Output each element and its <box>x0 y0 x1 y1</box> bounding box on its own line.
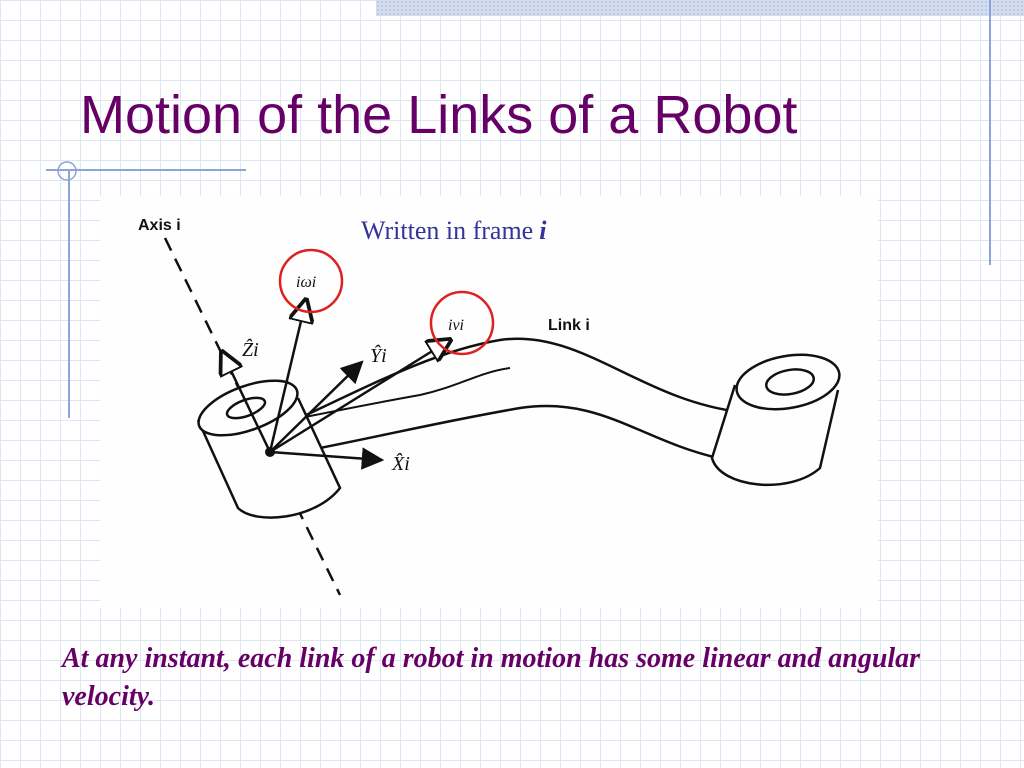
top-decorative-band <box>376 0 1024 16</box>
left-decorative-line <box>68 170 70 418</box>
link-body-inner-edge <box>299 367 511 419</box>
z-axis-label: Ẑi <box>242 338 259 361</box>
omega-label: iωi <box>296 274 316 291</box>
link-body-lower-edge <box>319 404 719 460</box>
x-axis-arrow <box>269 447 385 470</box>
omega-highlight-circle <box>278 248 344 314</box>
y-axis-label: Ŷi <box>370 344 387 367</box>
z-axis-arrow <box>222 352 272 453</box>
slide-statement: At any instant, each link of a robot in … <box>62 643 921 712</box>
linear-velocity-arrow <box>269 340 450 454</box>
right-decorative-line <box>989 0 991 265</box>
link-body-upper-edge <box>299 337 741 420</box>
title-underline <box>46 169 246 171</box>
slide-title: Motion of the Links of a Robot <box>80 85 798 145</box>
nu-label: iνi <box>448 317 464 334</box>
frame-caption-text: Written in frame <box>361 216 534 245</box>
link-label: Link i <box>548 317 590 334</box>
y-axis-arrow <box>269 360 364 453</box>
x-axis-label: X̂i <box>391 452 410 475</box>
axis-label: Axis i <box>138 217 181 234</box>
joint-axis-line <box>163 237 342 596</box>
nu-highlight-circle <box>429 290 495 356</box>
crosshair-ornament <box>57 161 77 181</box>
distal-joint-cylinder <box>710 353 841 487</box>
frame-caption-symbol: i <box>539 216 547 245</box>
angular-velocity-arrow <box>268 300 306 453</box>
